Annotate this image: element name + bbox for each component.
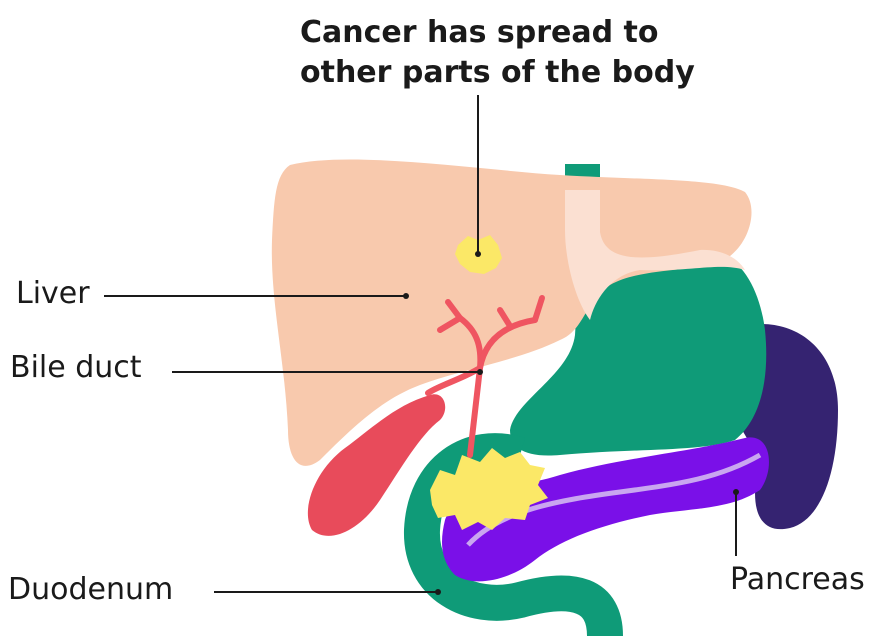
dot-liver <box>403 293 409 299</box>
dot-pancreas <box>733 489 739 495</box>
title-line-2: other parts of the body <box>300 55 820 90</box>
dot-bile-duct <box>477 369 483 375</box>
title-line-1: Cancer has spread to <box>300 15 820 50</box>
dot-metastasis <box>475 251 481 257</box>
label-liver: Liver <box>16 276 90 311</box>
label-bile-duct: Bile duct <box>10 350 142 385</box>
label-duodenum: Duodenum <box>8 572 173 607</box>
label-pancreas: Pancreas <box>730 562 865 597</box>
dot-duodenum <box>435 589 441 595</box>
